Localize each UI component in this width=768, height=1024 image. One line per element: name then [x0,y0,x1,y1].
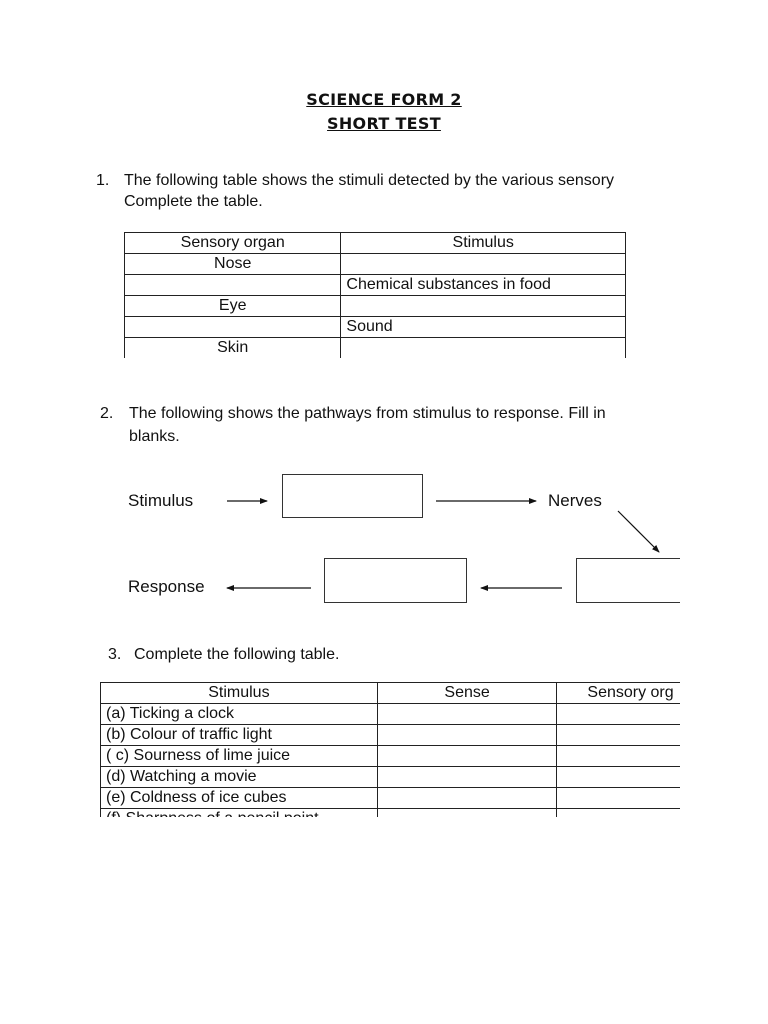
table-row: Sound [124,316,626,338]
response-label: Response [128,577,205,596]
answer-cell[interactable] [340,295,626,317]
answer-cell[interactable] [376,808,558,817]
answer-cell[interactable] [556,703,680,725]
question-number: 3. [108,646,122,663]
question-1-line-1: The following table shows the stimuli de… [124,172,615,189]
answer-cell[interactable] [556,766,680,788]
answer-cell[interactable] [556,724,680,746]
table-row: (b) Colour of traffic light [100,724,680,746]
blank-box-brain[interactable] [576,558,680,603]
answer-cell[interactable] [376,745,558,767]
stimulus-sense-table-wrap: Stimulus Sense Sensory org (a) Ticking a… [100,682,680,817]
column-header: Sensory organ [124,232,342,254]
answer-cell[interactable] [376,766,558,788]
table-cell: Nose [124,253,342,275]
table-row: Chemical substances in food [124,274,626,296]
page-subtitle: SHORT TEST [327,114,441,133]
arrow-nerves-to-brain [617,510,660,553]
question-3-line-1: Complete the following table. [134,646,340,663]
answer-cell[interactable] [340,253,626,275]
answer-cell[interactable] [124,274,342,296]
table-row: ( c) Sourness of lime juice [100,745,680,767]
table-cell: (d) Watching a movie [100,766,378,788]
answer-cell[interactable] [376,703,558,725]
answer-cell[interactable] [124,316,342,338]
column-header: Stimulus [100,682,378,704]
table-cell: ( c) Sourness of lime juice [100,745,378,767]
sensory-organ-table: Sensory organ Stimulus Nose Chemical sub… [124,232,626,358]
answer-cell[interactable] [340,337,626,358]
table-row: (e) Coldness of ice cubes [100,787,680,809]
table-row: (a) Ticking a clock [100,703,680,725]
table-cell: Sound [340,316,626,338]
answer-cell[interactable] [376,787,558,809]
table-cell: (b) Colour of traffic light [100,724,378,746]
table-row: Nose [124,253,626,275]
pathway-diagram: Stimulus Nerves Response [100,460,680,620]
table-cell: Chemical substances in food [340,274,626,296]
table-row: (d) Watching a movie [100,766,680,788]
table-cell: (a) Ticking a clock [100,703,378,725]
table-row: Eye [124,295,626,317]
table-cell: (f) Sharpness of a pencil point [100,808,378,817]
column-header: Sensory org [556,682,680,704]
table-cell: Skin [124,337,342,358]
question-3-text: 3. Complete the following table. [108,644,680,670]
nerves-label: Nerves [548,491,602,510]
table-cell: Eye [124,295,342,317]
question-1-line-2: Complete the table. [124,193,263,210]
question-2-line-1: The following shows the pathways from st… [129,405,606,422]
table-cell: (e) Coldness of ice cubes [100,787,378,809]
answer-cell[interactable] [556,808,680,817]
blank-box-effector[interactable] [324,558,467,603]
stimulus-label: Stimulus [128,491,194,510]
table-row: (f) Sharpness of a pencil point [100,808,680,817]
question-number: 1. [96,172,110,189]
table-header-row: Sensory organ Stimulus [124,232,626,254]
column-header: Sense [376,682,558,704]
sensory-organ-table-wrap: Sensory organ Stimulus Nose Chemical sub… [124,232,628,358]
answer-cell[interactable] [556,745,680,767]
question-number: 2. [100,405,114,422]
column-header: Stimulus [340,232,626,254]
page-title: SCIENCE FORM 2 [306,90,462,109]
answer-cell[interactable] [376,724,558,746]
pathway-arrows [226,498,660,591]
answer-cell[interactable] [556,787,680,809]
table-header-row: Stimulus Sense Sensory org [100,682,680,704]
blank-box-receptor[interactable] [282,474,423,518]
table-row: Skin [124,337,626,358]
question-2-text: 2. The following shows the pathways from… [100,403,680,453]
question-1-text: 1. The following table shows the stimuli… [96,170,680,220]
stimulus-sense-table: Stimulus Sense Sensory org (a) Ticking a… [100,682,680,817]
question-2-line-2: blanks. [129,428,180,445]
